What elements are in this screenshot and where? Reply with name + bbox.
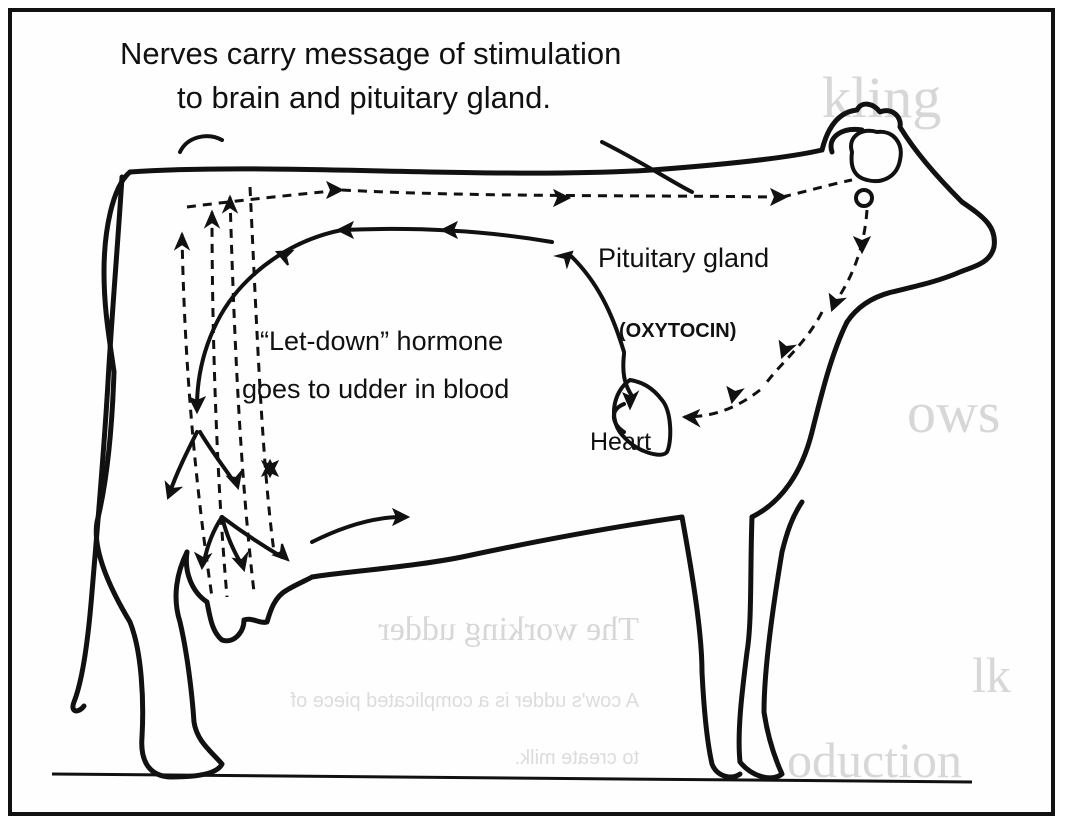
bleed-body-2: to create milk. — [515, 747, 639, 769]
bleed-body-1: A cow's udder is a complicated piece of — [290, 690, 639, 712]
bleed-right-2: ows — [907, 380, 1000, 445]
heart-label: Heart — [590, 428, 651, 456]
oxytocin-label: (OXYTOCIN) — [619, 320, 736, 342]
nerves-label-line2: to brain and pituitary gland. — [177, 80, 551, 115]
diagram-frame: The working udder A cow's udder is a com… — [8, 8, 1055, 816]
bleed-heading: The working udder — [378, 611, 639, 648]
pituitary-label: Pituitary gland — [598, 243, 769, 273]
bleed-through: The working udder A cow's udder is a com… — [290, 611, 639, 769]
nerves-label-line1: Nerves carry message of stimulation — [120, 36, 621, 71]
letdown-label-line1: “Let-down” hormone — [260, 326, 503, 356]
cow-diagram: The working udder A cow's udder is a com… — [12, 12, 1055, 816]
letdown-label-line2: goes to udder in blood — [242, 374, 509, 404]
bleed-right: kling ows lk oduction — [787, 65, 1011, 788]
bleed-right-3: lk — [972, 647, 1011, 703]
brain-shape — [851, 131, 901, 206]
